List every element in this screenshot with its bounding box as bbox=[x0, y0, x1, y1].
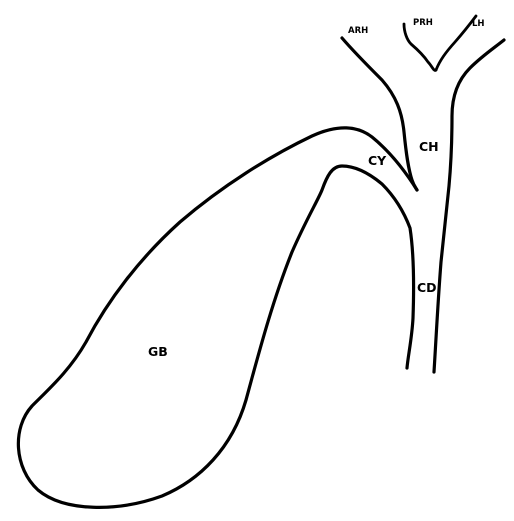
posterior-right-hepatic-duct-wall bbox=[404, 24, 436, 70]
label-lh: LH bbox=[472, 19, 485, 29]
label-cd: CD bbox=[417, 280, 437, 295]
label-prh: PRH bbox=[413, 18, 433, 28]
gallbladder-outer-wall bbox=[18, 128, 417, 508]
label-ch: CH bbox=[419, 139, 439, 154]
label-arh: ARH bbox=[348, 26, 368, 36]
left-hepatic-duct-wall bbox=[436, 16, 476, 70]
label-cy: CY bbox=[368, 153, 387, 168]
common-duct-right-wall bbox=[434, 40, 504, 372]
label-gb: GB bbox=[148, 344, 168, 359]
